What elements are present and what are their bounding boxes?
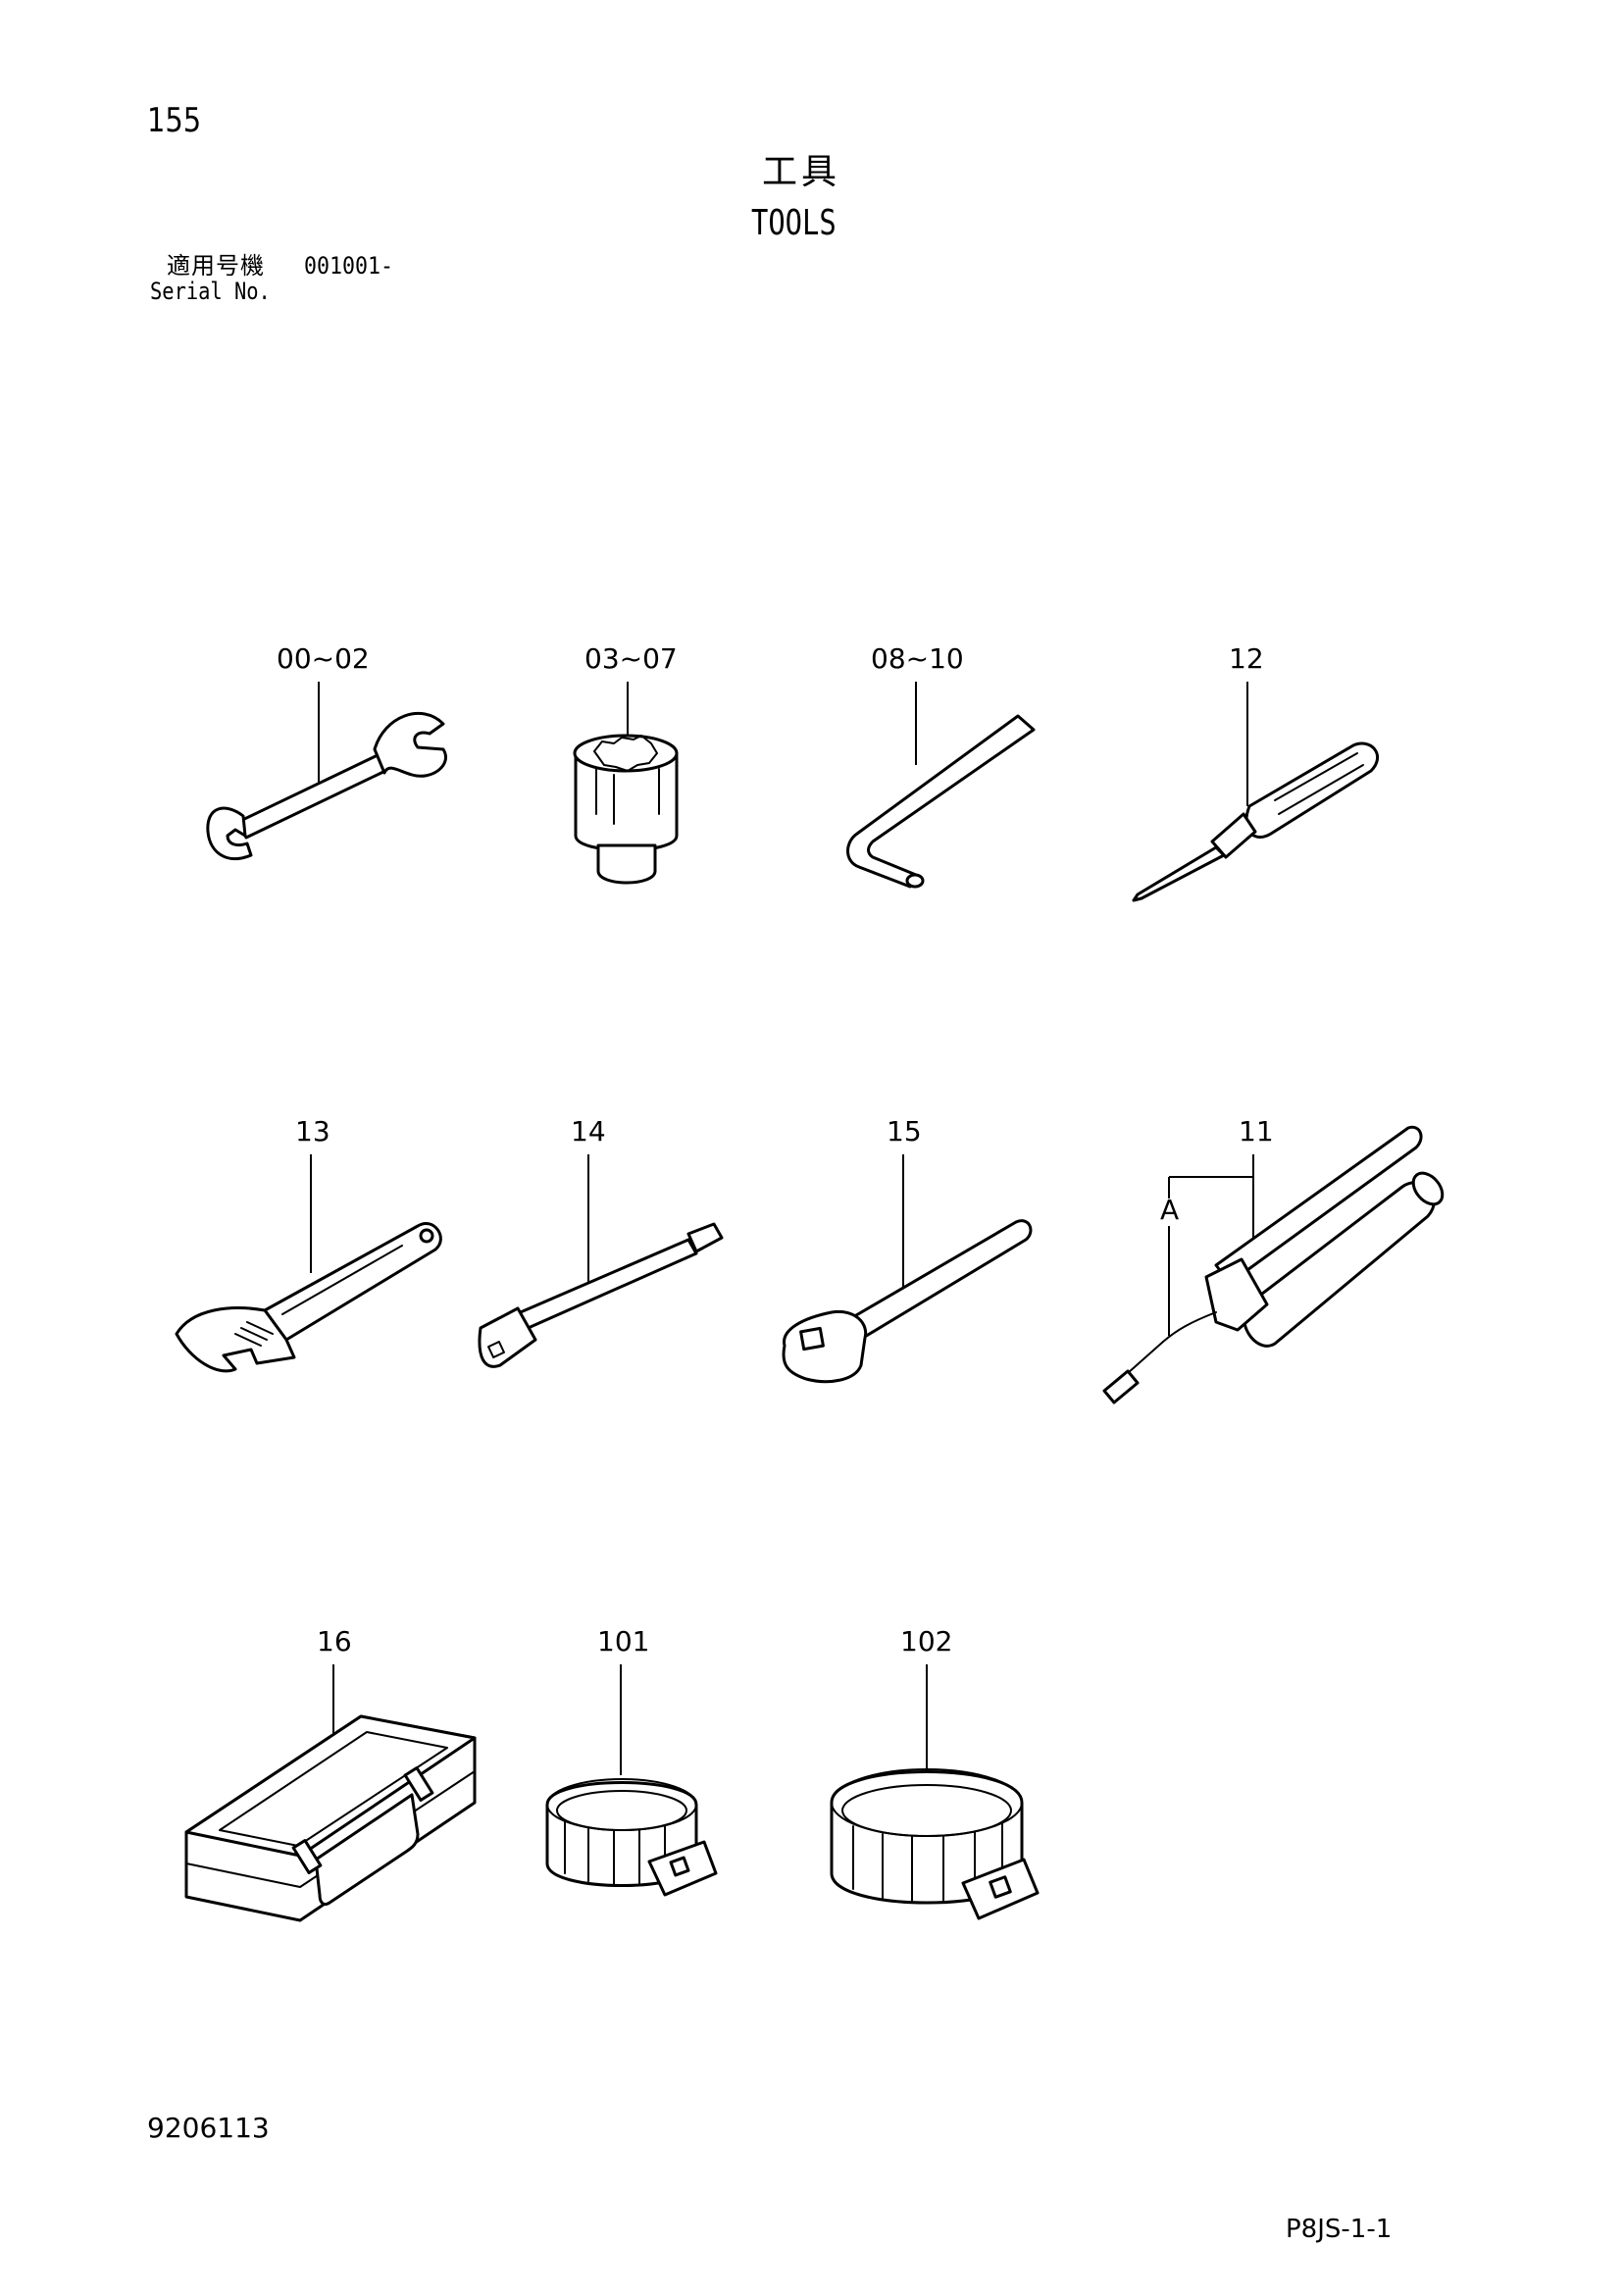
wrench-large-head <box>373 712 447 778</box>
page-code: P8JS-1-1 <box>1286 2215 1393 2244</box>
socket-illustration: 03~07 <box>573 642 679 885</box>
callout-grease-gun-a: A <box>1160 1194 1179 1226</box>
wrench-icon <box>236 753 387 840</box>
filter-wrench-large-ribs <box>852 1823 1003 1904</box>
serial-range: 001001- <box>304 252 394 280</box>
hex-key-tip <box>905 873 925 889</box>
document-number: 9206113 <box>147 2112 270 2144</box>
filter-wrench-large-illustration: 102 <box>830 1625 1040 1920</box>
tool-box-latch-left <box>291 1839 323 1874</box>
page-number: 155 <box>147 101 202 140</box>
tool-box-handle <box>314 1793 420 1907</box>
callout-ratchet-handle: 15 <box>887 1115 922 1148</box>
grease-gun-end-cap <box>1411 1171 1445 1206</box>
adjustable-wrench-hole <box>419 1228 434 1244</box>
grease-gun-head <box>1204 1257 1269 1332</box>
tool-box-lid <box>184 1714 477 1858</box>
wrench-illustration: 00~02 <box>206 642 447 861</box>
callout-screwdriver: 12 <box>1229 642 1264 675</box>
wrench-small-head <box>206 806 253 861</box>
adjustable-wrench-illustration: 13 <box>175 1115 442 1373</box>
filter-wrench-small-inner <box>556 1790 687 1831</box>
adjustable-wrench-slot <box>281 1245 403 1315</box>
grease-gun-lever-icon <box>1214 1125 1423 1285</box>
callout-extension-bar: 14 <box>571 1115 606 1148</box>
callout-adjustable-wrench: 13 <box>295 1115 330 1148</box>
page-title-english: TOOLS <box>751 203 837 243</box>
ratchet-head <box>782 1309 868 1384</box>
extension-bar-illustration: 14 <box>478 1115 724 1368</box>
hex-key-icon <box>846 714 1036 889</box>
screwdriver-icon <box>1244 741 1379 839</box>
tool-box-latch-right <box>403 1766 434 1802</box>
filter-wrench-small-square-hole <box>669 1856 690 1877</box>
grease-gun-illustration: 11 A <box>1102 1115 1445 1404</box>
callout-wrench: 00~02 <box>277 642 370 675</box>
serial-label-japanese: 適用号機 <box>167 252 265 280</box>
filter-wrench-small-ribs <box>564 1821 666 1886</box>
grease-gun-hose <box>1127 1311 1217 1374</box>
page-title-japanese: 工具 <box>762 152 841 192</box>
socket-flutes <box>595 768 660 825</box>
screwdriver-grip-lines <box>1274 752 1364 815</box>
socket-drive-end <box>596 843 657 885</box>
grease-gun-barrel <box>1242 1181 1436 1348</box>
filter-wrench-small-illustration: 101 <box>545 1625 718 1897</box>
extension-bar-socket-end <box>478 1306 537 1368</box>
adjustable-wrench-jaw <box>175 1306 296 1373</box>
extension-bar-icon <box>514 1238 698 1332</box>
callout-socket: 03~07 <box>584 642 678 675</box>
socket-bore <box>593 735 658 772</box>
filter-wrench-large-inner <box>841 1784 1012 1837</box>
callout-hex-key: 08~10 <box>871 642 964 675</box>
ratchet-handle-icon <box>849 1219 1033 1340</box>
tool-box-illustration: 16 <box>184 1625 477 1922</box>
callout-filter-wrench-small: 101 <box>597 1625 649 1658</box>
extension-bar-square-hole <box>487 1341 505 1358</box>
socket-top <box>573 734 679 773</box>
ratchet-handle-illustration: 15 <box>782 1115 1033 1384</box>
callout-grease-gun: 11 <box>1239 1115 1274 1148</box>
screwdriver-illustration: 12 <box>1132 642 1379 902</box>
adjustable-wrench-icon <box>263 1222 442 1342</box>
ratchet-drive-square <box>799 1326 825 1352</box>
grease-gun-coupler <box>1102 1369 1140 1404</box>
callout-filter-wrench-large: 102 <box>900 1625 952 1658</box>
tool-box-seam <box>185 1770 476 1888</box>
extension-bar-tip <box>686 1222 724 1253</box>
hex-key-illustration: 08~10 <box>846 642 1036 889</box>
callout-tool-box: 16 <box>317 1625 352 1658</box>
filter-wrench-large-square-hole <box>989 1875 1012 1899</box>
serial-label-english: Serial No. <box>150 278 271 305</box>
tool-box-lid-panel <box>219 1731 448 1847</box>
adjustable-wrench-worm <box>234 1321 274 1347</box>
screwdriver-shaft <box>1132 845 1226 902</box>
